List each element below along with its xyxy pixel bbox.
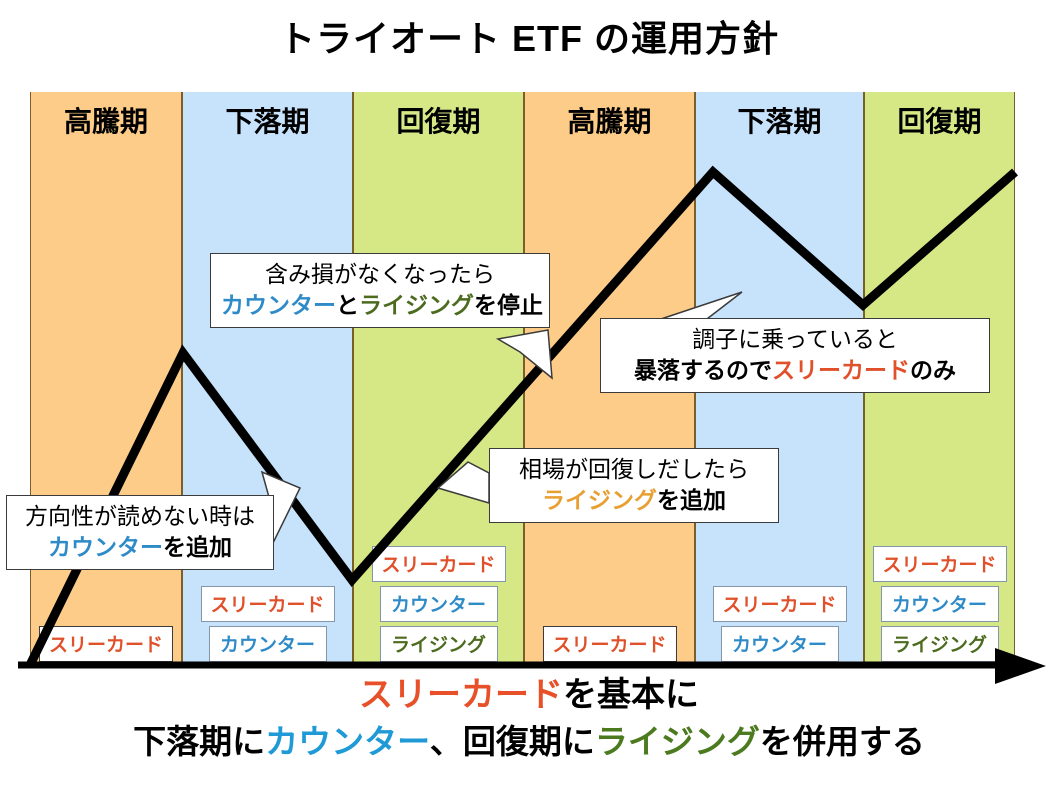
callout2-line1: 含み損がなくなったら [265,261,495,287]
strategy-chip-stack-1: スリーカード [38,626,174,662]
callout2-line2-post: を停止 [474,291,543,318]
summary-caption: スリーカードを基本に 下落期にカウンター、回復期にライジングを併用する [0,672,1058,766]
callout4-line1: 相場が回復しだしたら [519,456,749,482]
phase-header-3: 回復期 [396,106,481,137]
callout2-keyword-rising: ライジング [359,291,474,318]
strategy-chip[interactable]: スリーカード [371,546,506,582]
callout4-line2: ライジングを追加 [500,485,768,516]
strategy-chip[interactable]: スリーカード [200,586,335,622]
strategy-chip[interactable]: スリーカード [542,626,677,662]
strategy-chip-stack-6: スリーカードカウンターライジング [872,546,1007,662]
strategy-chip-stack-5: スリーカードカウンター [712,586,847,662]
phase-column-3: 回復期スリーカードカウンターライジング [353,92,524,666]
callout-three-card-only: 調子に乗っていると 暴落するのでスリーカードのみ [600,318,990,394]
phase-header-1: 高騰期 [63,106,148,137]
caption-line2-a: 下落期に [133,723,266,760]
strategy-chip[interactable]: ライジング [880,626,999,662]
callout3-line1: 調子に乗っていると [692,326,898,352]
callout1-line2: カウンターを追加 [17,532,263,563]
strategy-chip[interactable]: スリーカード [872,546,1007,582]
callout3-line2-pre: 暴落するので [634,356,772,383]
callout2-keyword-counter: カウンター [221,291,336,318]
caption-line1-post: を基本に [563,676,699,714]
strategy-chip[interactable]: カウンター [880,586,999,622]
caption-line-2: 下落期にカウンター、回復期にライジングを併用する [0,718,1058,766]
callout3-keyword: スリーカード [772,356,910,383]
callout1-keyword: カウンター [48,533,163,560]
callout1-line1: 方向性が読めない時は [25,503,255,529]
strategy-chip[interactable]: カウンター [208,626,327,662]
strategy-chip-stack-3: スリーカードカウンターライジング [371,546,506,662]
callout-rising-add: 相場が回復しだしたら ライジングを追加 [489,448,779,524]
phase-column-2: 下落期スリーカードカウンター [182,92,353,666]
strategy-chip[interactable]: スリーカード [38,626,174,662]
caption-line2-b: 、回復期に [429,723,595,760]
strategy-chip[interactable]: カウンター [379,586,498,622]
phase-column-1: 高騰期スリーカード [30,92,182,666]
callout-counter-add: 方向性が読めない時は カウンターを追加 [6,495,274,571]
caption-keyword-rising: ライジング [594,723,760,760]
phase-header-6: 回復期 [897,106,982,137]
phase-header-2: 下落期 [225,106,310,137]
caption-line2-c: を併用する [759,723,925,760]
callout2-line2-mid: と [336,291,359,318]
caption-keyword-three-card: スリーカード [359,676,563,714]
callout4-line2-post: を追加 [657,486,726,513]
strategy-chip[interactable]: ライジング [379,626,498,662]
caption-line-1: スリーカードを基本に [0,672,1058,718]
callout3-line2: 暴落するのでスリーカードのみ [611,355,979,386]
phase-header-4: 高騰期 [567,106,652,137]
callout1-line2-post: を追加 [163,533,232,560]
callout4-keyword: ライジング [542,486,657,513]
callout2-line2: カウンターとライジングを停止 [221,290,543,321]
strategy-chip[interactable]: スリーカード [712,586,847,622]
callout3-line2-post: のみ [910,356,956,383]
strategy-chip[interactable]: カウンター [720,626,839,662]
phase-header-5: 下落期 [737,106,822,137]
callout-stop-counter-rising: 含み損がなくなったら カウンターとライジングを停止 [210,253,550,329]
strategy-chip-stack-2: スリーカードカウンター [200,586,335,662]
strategy-chip-stack-4: スリーカード [542,626,677,662]
page-title: トライオート ETF の運用方針 [279,18,779,59]
caption-keyword-counter: カウンター [265,723,430,760]
